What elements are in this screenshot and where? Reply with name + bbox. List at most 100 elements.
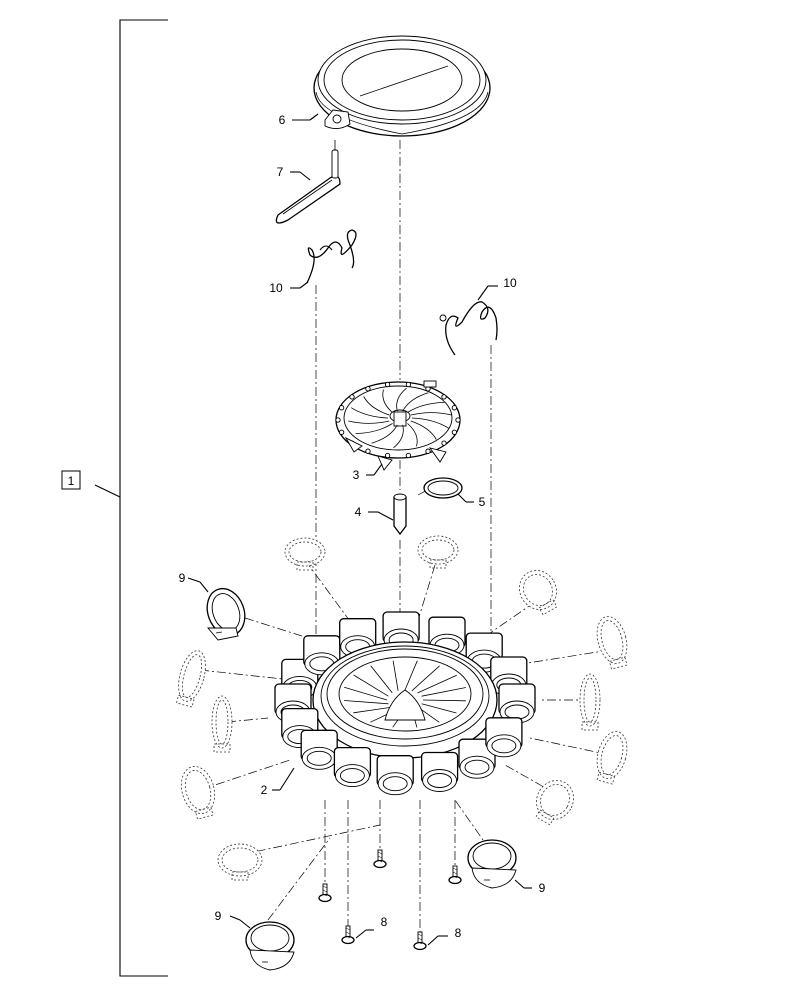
ghost-clamp bbox=[596, 616, 628, 670]
impeller-blade bbox=[350, 407, 389, 419]
impeller-blade bbox=[393, 424, 404, 449]
assembly-bracket: 1 bbox=[61, 19, 168, 977]
ghost-clamp-ring bbox=[180, 766, 216, 814]
screw bbox=[318, 883, 332, 903]
ghost-clamp bbox=[176, 650, 206, 708]
ghost-clamp-ring bbox=[211, 695, 233, 749]
impeller-blade bbox=[371, 424, 398, 444]
ghost-clamp bbox=[535, 780, 574, 826]
clamp-bottom-right bbox=[467, 839, 517, 889]
impeller-tooth bbox=[405, 381, 412, 388]
housing-rib bbox=[422, 699, 466, 702]
housing-outlet bbox=[376, 755, 414, 796]
screw-thread bbox=[345, 935, 351, 939]
callout-1: 1 bbox=[68, 474, 75, 488]
ghost-clamp bbox=[211, 695, 233, 753]
callout-3: 3 bbox=[353, 463, 383, 482]
housing-rib bbox=[411, 665, 440, 692]
ghost-clamp-tab bbox=[231, 871, 249, 881]
impeller-tooth bbox=[425, 448, 431, 454]
ghost-clamp bbox=[579, 673, 601, 731]
impeller-tooth bbox=[335, 417, 341, 423]
ghost-clamp-tab bbox=[429, 559, 447, 569]
svg-text:8: 8 bbox=[455, 926, 462, 940]
housing-rib bbox=[392, 660, 399, 691]
housing-rib bbox=[404, 660, 418, 691]
impeller-tooth bbox=[384, 452, 391, 459]
housing-outlet bbox=[300, 729, 338, 770]
impeller-tooth bbox=[384, 381, 391, 388]
outlet-bore bbox=[382, 776, 408, 792]
screw-thread bbox=[452, 875, 458, 879]
outlet-bore bbox=[339, 768, 365, 784]
housing-outlet bbox=[458, 738, 496, 779]
impeller-tooth bbox=[451, 405, 458, 411]
housing-rib bbox=[344, 700, 389, 705]
screw-thread bbox=[377, 851, 383, 855]
ghost-clamp bbox=[596, 731, 628, 785]
screw-thread bbox=[417, 933, 423, 937]
housing bbox=[274, 611, 536, 796]
impeller-tooth bbox=[441, 394, 447, 400]
ghost-clamp-tab bbox=[296, 561, 314, 571]
screw-thread bbox=[322, 885, 328, 889]
impeller-blade bbox=[396, 387, 407, 412]
svg-text:9: 9 bbox=[179, 571, 186, 585]
screw bbox=[341, 925, 355, 945]
ghost-clamp-inner bbox=[215, 699, 229, 745]
housing-rib bbox=[421, 703, 457, 714]
screw bbox=[448, 865, 462, 885]
svg-text:4: 4 bbox=[355, 505, 362, 519]
impeller-tooth bbox=[365, 386, 371, 392]
screw-thread bbox=[417, 937, 423, 941]
shaft bbox=[393, 493, 407, 536]
screw-thread bbox=[417, 941, 423, 945]
callout-10-right: 10 bbox=[477, 276, 517, 301]
ghost-clamp bbox=[417, 535, 459, 569]
screw-head bbox=[448, 875, 462, 885]
outlet-bore bbox=[464, 759, 490, 775]
impeller bbox=[335, 380, 461, 471]
impeller-blade bbox=[410, 412, 452, 416]
callout-5: 5 bbox=[457, 493, 486, 509]
screw bbox=[413, 931, 427, 951]
housing-outlet bbox=[498, 683, 536, 724]
svg-text:3: 3 bbox=[353, 468, 360, 482]
ghost-clamp bbox=[519, 570, 558, 616]
screw-head bbox=[318, 893, 332, 903]
outlet-bore bbox=[427, 773, 453, 788]
ghost-clamp bbox=[284, 537, 326, 571]
screw-thread bbox=[345, 931, 351, 935]
impeller-tooth bbox=[349, 394, 355, 400]
ghost-clamp-ring bbox=[536, 780, 574, 820]
ghost-clamp-inner bbox=[221, 847, 259, 873]
o-ring bbox=[423, 477, 463, 499]
outlet-bore bbox=[504, 704, 530, 720]
ghost-clamps bbox=[176, 535, 628, 881]
screw-thread bbox=[377, 859, 383, 863]
ghost-clamp-tab bbox=[608, 656, 628, 670]
housing-rib bbox=[344, 686, 388, 701]
impeller-blade bbox=[407, 423, 418, 447]
screw-thread bbox=[322, 889, 328, 893]
impeller-tooth bbox=[365, 448, 371, 454]
impeller-blade bbox=[411, 417, 450, 429]
callout-8-left: 8 bbox=[355, 915, 388, 939]
callout-6: 6 bbox=[279, 113, 319, 127]
impeller-tooth bbox=[405, 452, 412, 459]
callout-9-bottom: 9 bbox=[215, 909, 251, 929]
ghost-clamp-inner bbox=[184, 770, 212, 810]
ghost-clamp-ring bbox=[217, 843, 263, 877]
impeller-blade bbox=[348, 420, 390, 424]
ghost-clamp-tab bbox=[176, 694, 195, 708]
svg-text:7: 7 bbox=[277, 165, 284, 179]
callout-4: 4 bbox=[355, 505, 394, 521]
svg-text:9: 9 bbox=[539, 881, 546, 895]
clamp-left bbox=[206, 587, 246, 641]
svg-text:10: 10 bbox=[269, 281, 283, 295]
screw-thread bbox=[377, 855, 383, 859]
callout-7: 7 bbox=[277, 165, 311, 181]
svg-text:10: 10 bbox=[503, 276, 517, 290]
impeller-tooth bbox=[455, 417, 461, 423]
ghost-clamp-tab bbox=[581, 721, 599, 731]
